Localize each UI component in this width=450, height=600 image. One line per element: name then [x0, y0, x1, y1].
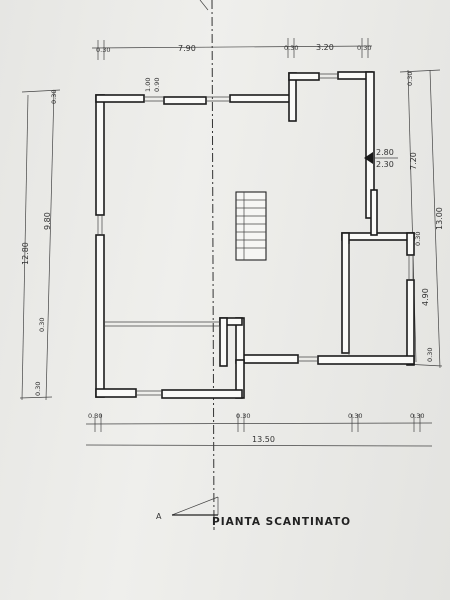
bottom-dim-030-d: 0.30: [410, 412, 424, 420]
top-dimension: 0.30 7.90 0.30 3.20 0.30: [91, 38, 373, 60]
bottom-dim-030-a: 0.30: [88, 412, 102, 420]
wall-annex-left: [341, 232, 350, 354]
bottom-dim-030-c: 0.30: [348, 412, 362, 420]
wall-right-upper: [365, 71, 375, 219]
level-arrow-icon: [364, 152, 373, 164]
top-dim-030-c: 0.30: [357, 44, 371, 52]
stairs: [235, 191, 267, 261]
wall-notch-top-a: [288, 72, 320, 81]
right-dim-030-bottom: 0.30: [426, 348, 434, 362]
bottom-dim-1350: 13.50: [252, 435, 275, 444]
section-marker: A: [156, 496, 219, 521]
wall-left-lower: [95, 234, 105, 398]
axis-tick: [199, 0, 209, 11]
bottom-dimensions: 0.30 0.30 0.30 0.30 13.50: [85, 412, 433, 447]
windows: [97, 73, 414, 396]
level-text-280: 2.80: [376, 148, 394, 157]
wall-partition: [370, 189, 378, 236]
wall-annex-right-top: [406, 232, 415, 256]
wall-annex-bottom: [317, 355, 415, 365]
wall-top-1: [95, 94, 145, 103]
right-dim-030-mid: 0.30: [414, 232, 422, 246]
top-dim-030-a: 0.30: [96, 46, 110, 54]
center-axis-line: [211, 0, 215, 531]
right-dim-030-top: 0.30: [406, 72, 414, 86]
wall-bottom-right: [239, 354, 299, 364]
walls: [95, 71, 415, 399]
wall-left-upper: [95, 94, 105, 216]
right-dim-1300: 13.00: [435, 207, 444, 230]
drawing-title: PIANTA SCANTINATO: [212, 516, 351, 528]
top-dim-790: 7.90: [178, 44, 196, 53]
left-dimensions: 12.80 9.80 0.30 0.30 0.30: [19, 90, 61, 401]
window-dim-100: 1.00: [144, 78, 152, 92]
level-text-230: 2.30: [376, 160, 394, 169]
wall-annex-top: [341, 232, 415, 241]
wall-bottom-left: [95, 388, 137, 398]
top-dim-030-b: 0.30: [284, 44, 298, 52]
right-dim-490: 4.90: [421, 288, 430, 306]
wall-bottom-step-inner: [219, 317, 228, 367]
wall-top-3: [229, 94, 291, 103]
left-dim-030-bottom: 0.30: [34, 382, 42, 396]
section-label: A: [156, 512, 162, 521]
wall-annex-right-bottom: [406, 279, 415, 366]
right-dim-720: 7.20: [409, 152, 418, 170]
top-dim-320: 3.20: [316, 43, 334, 52]
left-dim-1280: 12.80: [21, 242, 30, 265]
window-dim-090: 0.90: [153, 78, 161, 92]
wall-bottom-mid: [161, 389, 243, 399]
left-dim-980: 9.80: [43, 212, 52, 230]
left-dim-030-top: 0.30: [50, 90, 58, 104]
wall-top-2: [163, 96, 207, 105]
bottom-dim-030-b: 0.30: [236, 412, 250, 420]
left-dim-030-mid: 0.30: [38, 318, 46, 332]
